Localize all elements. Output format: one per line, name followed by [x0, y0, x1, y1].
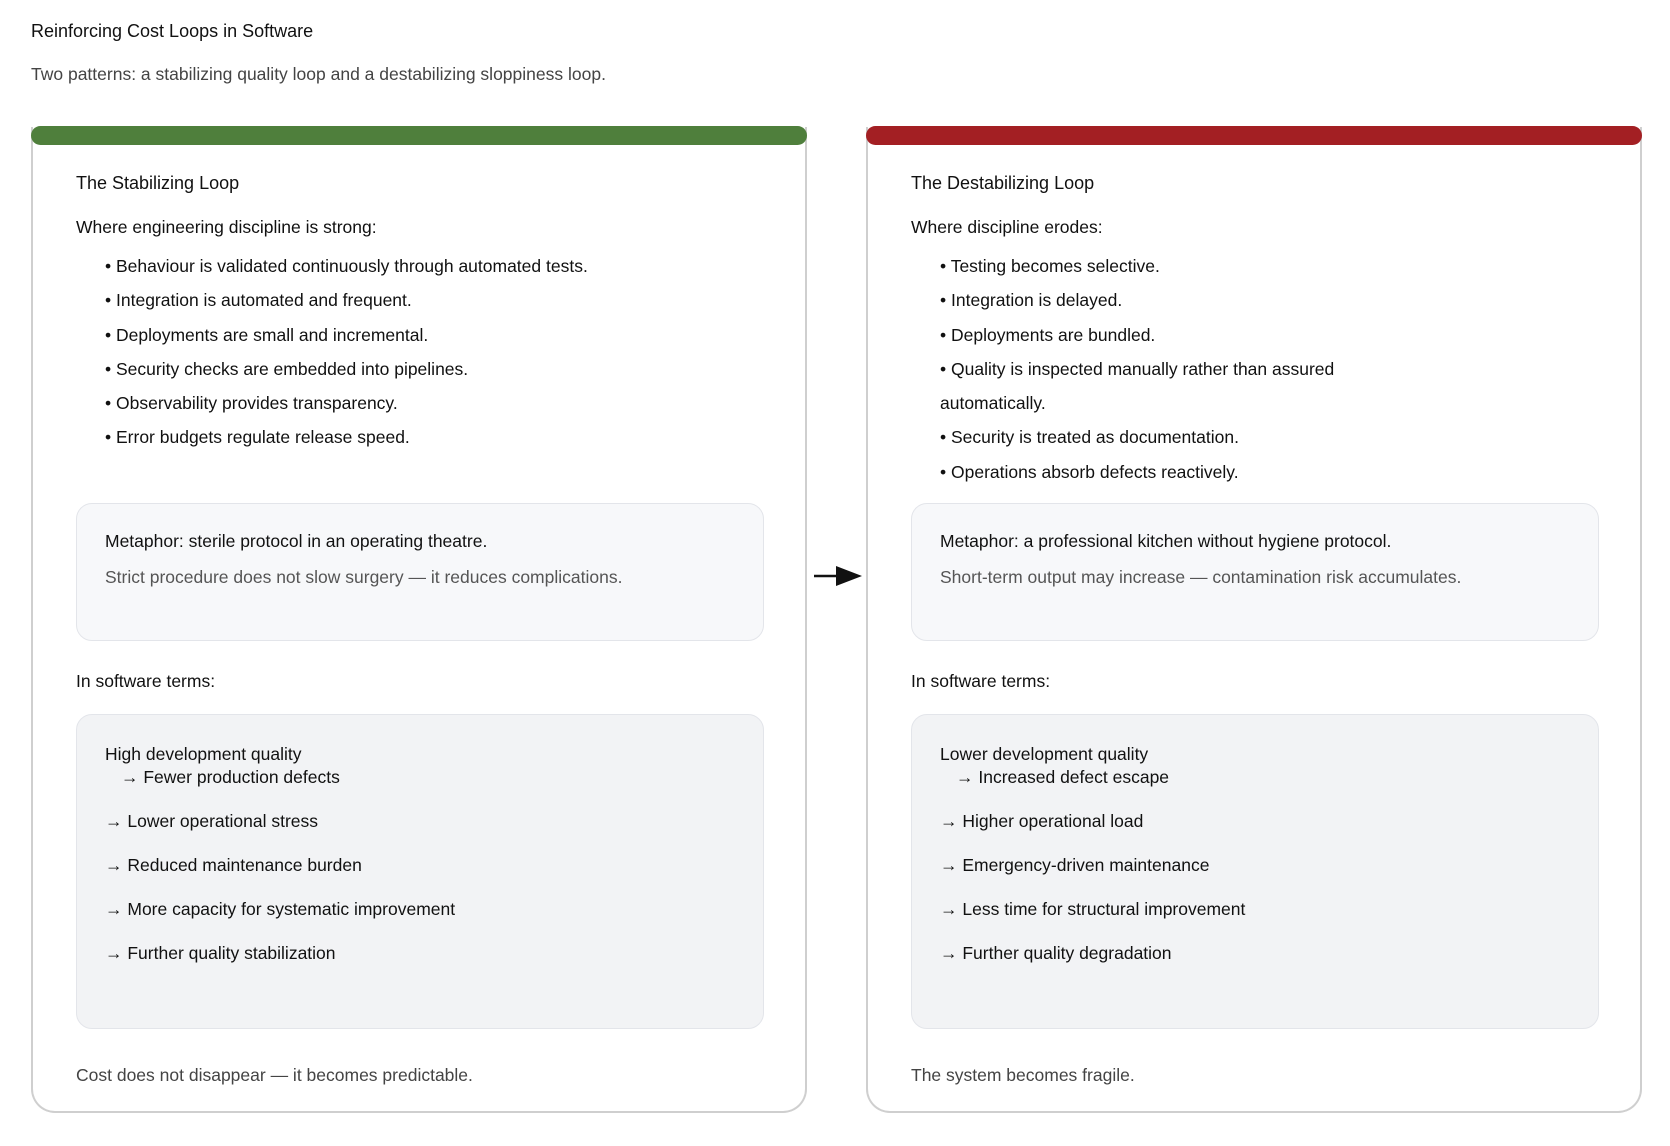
- arrow-right-icon: [814, 566, 862, 586]
- stabilizing-metaphor-box: Metaphor: sterile protocol in an operati…: [76, 503, 764, 641]
- terms-label: In software terms:: [911, 671, 1051, 691]
- stabilizing-panel-content: The Stabilizing Loop Where engineering d…: [76, 172, 762, 238]
- destabilizing-bullet-list: • Testing becomes selective. • Integrati…: [940, 249, 1360, 489]
- chain-step: → Reduced maintenance burden: [105, 855, 362, 875]
- bullet-item: • Integration is automated and frequent.: [105, 290, 412, 311]
- bullet-item: • Behaviour is validated continuously th…: [105, 256, 588, 276]
- stabilizing-loop-intro: Where engineering discipline is strong:: [76, 217, 377, 237]
- bullet-item: • Quality is inspected manually rather t…: [940, 358, 1335, 414]
- bullet-item: • Operations absorb defects reactively.: [940, 461, 1239, 482]
- stabilizing-color-bar: [31, 126, 807, 145]
- destabilizing-conclusion: The system becomes fragile.: [911, 1065, 1135, 1085]
- chain-step: → Higher operational load: [940, 811, 1144, 831]
- destabilizing-loop-panel: The Destabilizing Loop Where discipline …: [866, 126, 1642, 1113]
- bullet-item: • Security is treated as documentation.: [940, 427, 1239, 448]
- page-subtitle: Two patterns: a stabilizing quality loop…: [31, 64, 606, 84]
- stabilizing-conclusion: Cost does not disappear — it becomes pre…: [76, 1065, 473, 1085]
- destabilizing-loop-intro: Where discipline erodes:: [911, 217, 1103, 237]
- destabilizing-metaphor-box: Metaphor: a professional kitchen without…: [911, 503, 1599, 641]
- bullet-item: • Observability provides transparency.: [105, 393, 398, 414]
- chain-step: → Less time for structural improvement: [940, 899, 1246, 919]
- bullet-item: • Error budgets regulate release speed.: [105, 427, 410, 448]
- stabilizing-bullet-list: • Behaviour is validated continuously th…: [105, 249, 725, 455]
- metaphor-text: Short-term output may increase — contami…: [940, 567, 1462, 587]
- bullet-item: • Testing becomes selective.: [940, 256, 1160, 276]
- destabilizing-loop-title: The Destabilizing Loop: [911, 173, 1095, 193]
- chain-second: → Fewer production defects: [121, 767, 340, 787]
- chain-step: → More capacity for systematic improveme…: [105, 899, 456, 919]
- destabilizing-panel-content: The Destabilizing Loop Where discipline …: [911, 172, 1597, 238]
- terms-label: In software terms:: [76, 671, 216, 691]
- chain-step: → Further quality degradation: [940, 943, 1172, 963]
- stabilizing-loop-panel: The Stabilizing Loop Where engineering d…: [31, 126, 807, 1113]
- chain-step: → Emergency-driven maintenance: [940, 855, 1210, 875]
- metaphor-title: Metaphor: sterile protocol in an operati…: [105, 531, 488, 551]
- bullet-item: • Integration is delayed.: [940, 290, 1123, 311]
- bullet-item: • Deployments are small and incremental.: [105, 324, 429, 345]
- chain-step: → Further quality stabilization: [105, 943, 336, 963]
- bullet-item: • Deployments are bundled.: [940, 324, 1156, 345]
- chain-first: High development quality: [105, 744, 302, 764]
- chain-second: → Increased defect escape: [956, 767, 1170, 787]
- stabilizing-loop-title: The Stabilizing Loop: [76, 173, 240, 193]
- destabilizing-chain-box: Lower development quality → Increased de…: [911, 714, 1599, 1029]
- chain-step: → Lower operational stress: [105, 811, 319, 831]
- bullet-item: • Security checks are embedded into pipe…: [105, 358, 469, 379]
- metaphor-text: Strict procedure does not slow surgery —…: [105, 567, 623, 587]
- chain-first: Lower development quality: [940, 744, 1149, 764]
- destabilizing-color-bar: [866, 126, 1642, 145]
- metaphor-title: Metaphor: a professional kitchen without…: [940, 531, 1392, 551]
- page-title: Reinforcing Cost Loops in Software: [31, 21, 314, 41]
- stabilizing-chain-box: High development quality → Fewer product…: [76, 714, 764, 1029]
